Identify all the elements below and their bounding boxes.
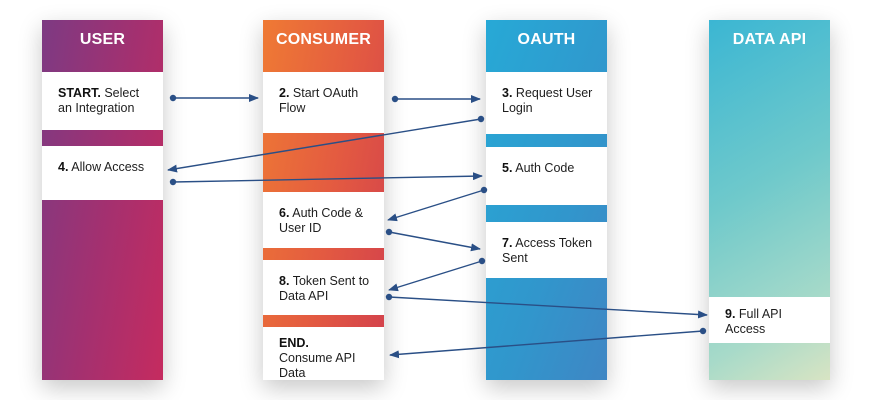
step-2-card: 2. Start OAuth Flow [263,72,384,133]
step-4-card: 4. Allow Access [42,146,163,200]
step-number: 5. [502,161,513,175]
step-number: 3. [502,86,513,100]
step-number: 4. [58,160,69,174]
step-number: END. [279,336,309,350]
step-number: 2. [279,86,290,100]
flow-arrow-4 [387,189,485,222]
step-7-card: 7. Access Token Sent [486,222,607,278]
data-api-lane: DATA API 9. Full API Access [709,20,830,380]
step-label: Full API Access [725,307,782,336]
step-label: Auth Code [515,161,575,175]
consumer-lane: CONSUMER 2. Start OAuth Flow 6. Auth Cod… [263,20,384,380]
flow-start-dot-2 [477,115,485,123]
step-label: Request User Login [502,86,593,115]
flow-start-dot-8 [699,327,707,335]
step-number: 7. [502,236,513,250]
step-9-card: 9. Full API Access [709,297,830,343]
step-start-card: START. Select an Integration [42,72,163,130]
step-number: 9. [725,307,736,321]
step-8-card: 8. Token Sent to Data API [263,260,384,315]
step-label: Token Sent to Data API [279,274,370,303]
step-number: 6. [279,206,290,220]
step-end-card: END. Consume API Data [263,327,384,380]
step-number: START. [58,86,101,100]
step-label: Allow Access [71,160,145,174]
user-lane: USER START. Select an Integration 4. All… [42,20,163,380]
step-5-card: 5. Auth Code [486,147,607,205]
flow-start-dot-0 [169,94,177,102]
step-number: 8. [279,274,290,288]
step-label: Select an Integration [58,86,140,115]
user-lane-title: USER [79,31,126,48]
flow-start-dot-7 [385,293,393,301]
step-label: Start OAuth Flow [279,86,359,115]
step-label: Consume API Data [279,351,356,380]
step-6-card: 6. Auth Code & User ID [263,192,384,248]
flow-arrow-5 [388,231,481,252]
oauth-lane-title: OAUTH [517,31,576,48]
data-api-lane-title: DATA API [732,31,807,48]
flow-start-dot-5 [385,228,393,236]
flow-arrow-6 [388,260,483,292]
flow-start-dot-6 [478,257,486,265]
step-label: Access Token Sent [502,236,593,265]
step-label: Auth Code & User ID [279,206,364,235]
step-3-card: 3. Request User Login [486,72,607,134]
flow-start-dot-1 [391,95,399,103]
flow-start-dot-3 [169,178,177,186]
consumer-lane-title: CONSUMER [276,31,371,48]
oauth-lane: OAUTH 3. Request User Login 5. Auth Code… [486,20,607,380]
